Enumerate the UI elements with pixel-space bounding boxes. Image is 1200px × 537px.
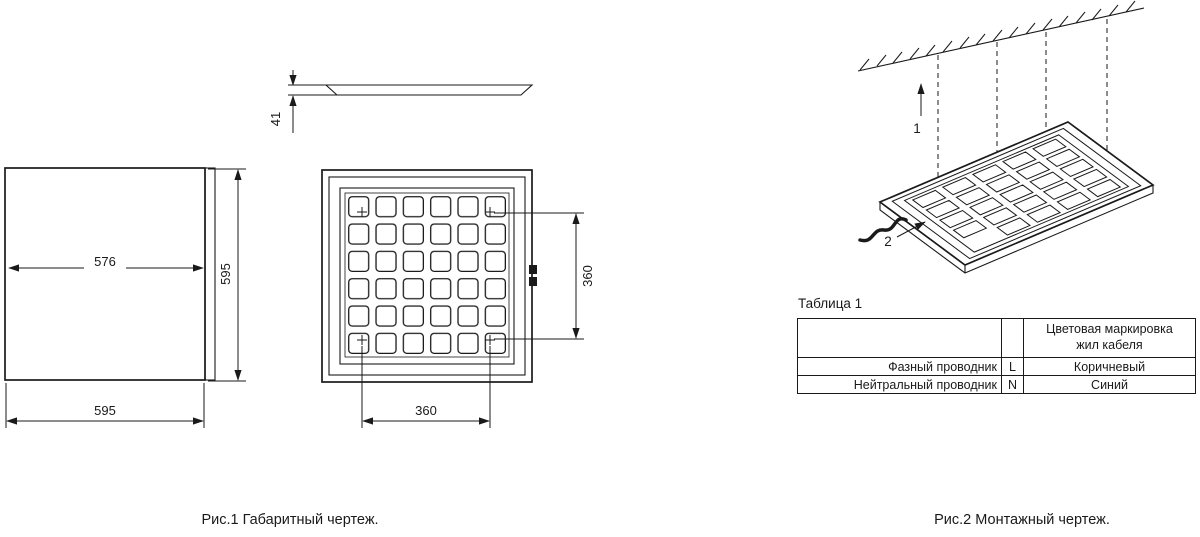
ceiling-hatch bbox=[857, 0, 1145, 72]
dimension-front-width: 595 bbox=[5, 383, 205, 428]
conductor-name: Нейтральный проводник bbox=[797, 375, 1002, 394]
callout-2: 2 bbox=[884, 221, 926, 249]
header-cell-name bbox=[797, 318, 1002, 358]
conductor-color: Коричневый bbox=[1023, 357, 1196, 376]
dimension-inner-width: 576 bbox=[8, 254, 204, 272]
mounting-clip bbox=[529, 265, 537, 286]
isometric-led-cells bbox=[913, 139, 1120, 248]
conductor-code: L bbox=[1001, 357, 1024, 376]
grid-corner-marks bbox=[357, 207, 495, 345]
dim-576-label: 576 bbox=[94, 254, 116, 269]
table1-title: Таблица 1 bbox=[798, 296, 863, 311]
dim-595-height-label: 595 bbox=[218, 263, 233, 285]
dim-360-height-label: 360 bbox=[580, 265, 595, 287]
dimension-grid-width: 360 bbox=[361, 346, 491, 428]
dimension-grid-height: 360 bbox=[494, 212, 595, 340]
header-color-line1: Цветовая маркировка bbox=[1046, 322, 1173, 337]
panel-side-view bbox=[324, 84, 534, 96]
panel-grid-view bbox=[321, 169, 537, 383]
dim-360-width-label: 360 bbox=[415, 403, 437, 418]
power-cable bbox=[858, 217, 908, 243]
callout-1-label: 1 bbox=[913, 121, 921, 136]
callout-2-label: 2 bbox=[884, 234, 892, 249]
conductor-name: Фазный проводник bbox=[797, 357, 1002, 376]
dimension-thickness: 41 bbox=[268, 70, 338, 133]
panel-front-view bbox=[4, 167, 216, 381]
figure1-caption: Рис.1 Габаритный чертеж. bbox=[201, 512, 379, 528]
header-color-line2: жил кабеля bbox=[1076, 338, 1143, 352]
table-row: Нейтральный проводник N Синий bbox=[797, 375, 1196, 394]
panel-isometric bbox=[880, 122, 1153, 273]
callout-1: 1 bbox=[913, 83, 925, 136]
led-cell-grid bbox=[344, 192, 510, 358]
figure2-caption: Рис.2 Монтажный чертеж. bbox=[934, 512, 1110, 528]
conductor-code: N bbox=[1001, 375, 1024, 394]
conductor-color: Синий bbox=[1023, 375, 1196, 394]
header-cell-code bbox=[1001, 318, 1024, 358]
panel-isometric-face bbox=[880, 122, 1153, 265]
dim-595-width-label: 595 bbox=[94, 403, 116, 418]
dimension-front-height: 595 bbox=[208, 168, 246, 382]
table-row: Фазный проводник L Коричневый bbox=[797, 357, 1196, 376]
suspension-wires bbox=[937, 19, 1108, 183]
dim-41-label: 41 bbox=[268, 112, 283, 126]
